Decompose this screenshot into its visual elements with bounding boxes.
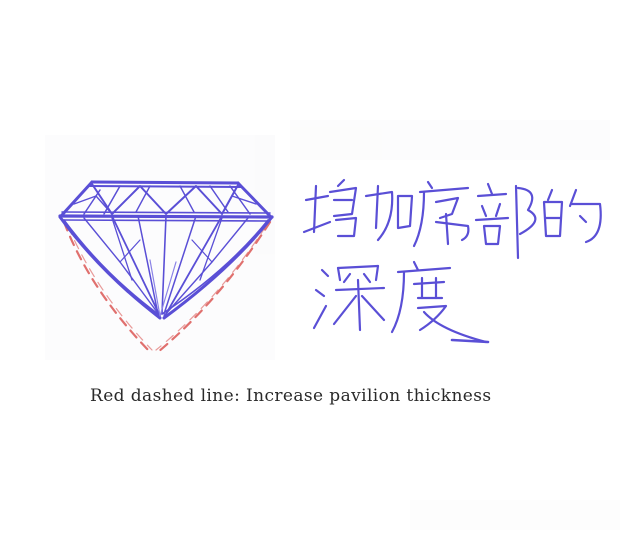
diamond-pavilion	[58, 215, 274, 320]
handwritten-note	[302, 178, 602, 344]
red-dashed-pavilion-line	[62, 220, 272, 354]
caption-text: Red dashed line: Increase pavilion thick…	[90, 386, 492, 406]
diamond-crown	[58, 180, 274, 222]
